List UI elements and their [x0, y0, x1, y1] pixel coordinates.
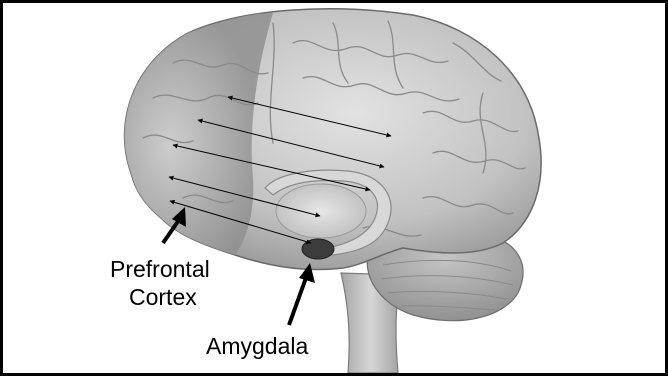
arrow-up-icon [289, 263, 315, 325]
thalamus [276, 184, 366, 238]
amygdala-pointer-arrow [289, 275, 307, 325]
amygdala-label: Amygdala [206, 333, 308, 359]
brain-diagram: Prefrontal Cortex Amygdala [3, 3, 665, 373]
prefrontal-label-line2: Cortex [129, 284, 197, 310]
prefrontal-label-line1: Prefrontal [110, 256, 210, 282]
